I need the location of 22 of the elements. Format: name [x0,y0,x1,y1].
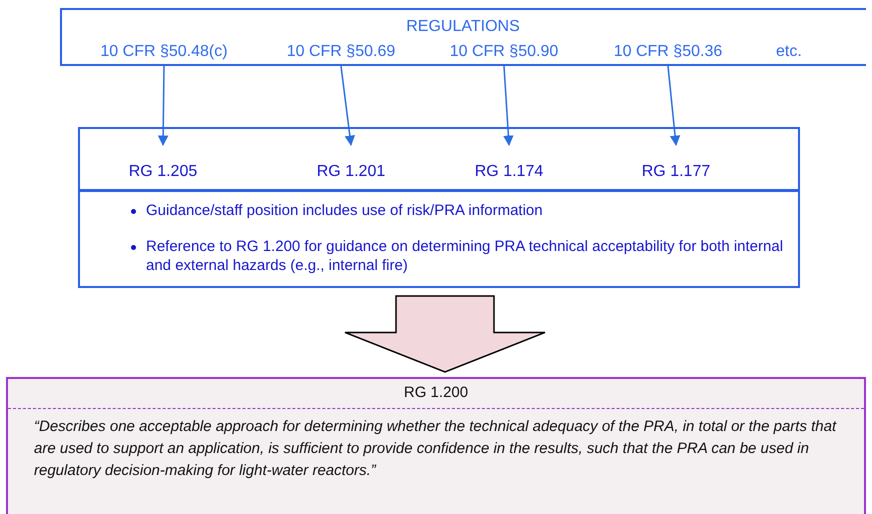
regulation-label: 10 CFR §50.69 [273,43,409,63]
arrow [503,66,514,146]
arrow [340,66,356,146]
definition-box [6,377,866,514]
guide-label: RG 1.201 [310,145,392,183]
regulation-label: 10 CFR §50.90 [438,43,570,63]
regulations-box [60,8,866,66]
note-text: etc. [776,43,802,61]
bullet-text: Guidance/staff position includes use of risk/PRA information [146,201,544,220]
quote-text: “Describes one acceptable approach for determining whether the technical adequacy of the PRA, in total or the parts that are used to support an application, is sufficient to provide confidence in the results, such that the PRA can be used in regulatory decision-making for light-water reactors.” [34,417,838,481]
arrow [158,66,168,146]
guide-label: RG 1.177 [635,145,717,183]
box-heading: RG 1.200 [402,384,470,401]
box-heading: REGULATIONS [405,18,521,36]
bullet-text: Reference to RG 1.200 for guidance on determining PRA technical acceptability for both internal and external hazards (e.g., internal fire) [146,237,784,275]
block-arrow [344,295,546,373]
arrow [667,66,680,146]
regulation-label: 10 CFR §50.36 [601,43,735,63]
regulation-label: 10 CFR §50.48(c) [84,43,244,63]
guidance-box [78,127,800,288]
guide-label: RG 1.174 [468,145,550,183]
guide-label: RG 1.205 [122,145,204,183]
